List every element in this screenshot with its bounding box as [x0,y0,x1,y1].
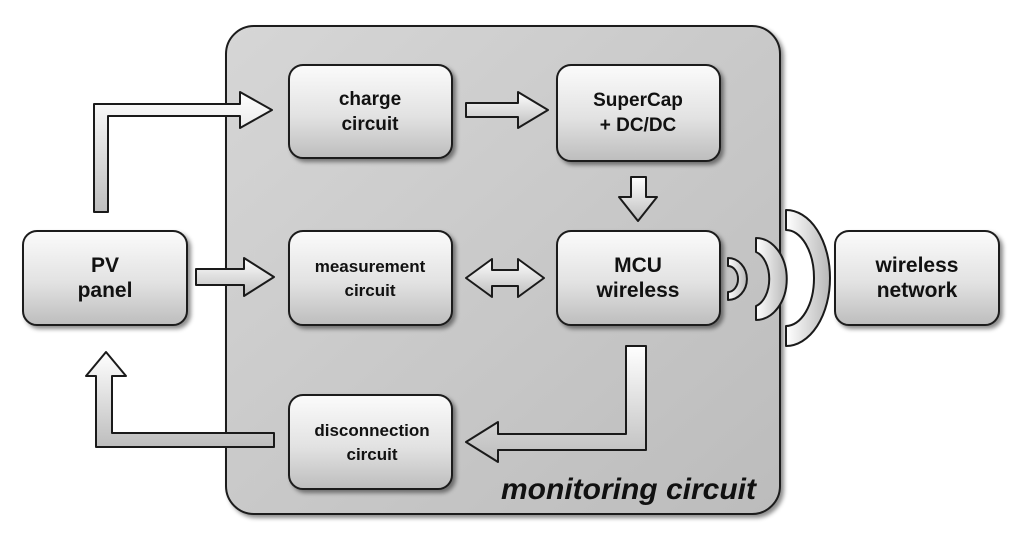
wireless-network-line2: network [877,279,958,302]
block-pv-panel: PV panel [22,230,188,326]
arrow-pv-to-measurement [195,257,275,297]
block-measurement-circuit: measurement circuit [288,230,453,326]
charge-circuit-line2: circuit [341,114,399,135]
pv-panel-line2: panel [78,279,133,302]
block-supercap: SuperCap + DC/DC [556,64,721,162]
arrow-measurement-mcu-bidirectional [465,258,545,298]
wireless-network-line1: wireless [875,254,959,277]
arrow-disconnection-to-pv [85,351,275,448]
arrow-pv-to-charge [93,91,273,213]
measurement-line2: circuit [344,281,395,300]
block-disconnection-circuit: disconnection circuit [288,394,453,490]
mcu-line1: MCU [614,254,662,277]
supercap-line1: SuperCap [593,90,683,111]
mcu-line2: wireless [596,279,680,302]
measurement-line1: measurement [315,257,426,276]
block-mcu-wireless: MCU wireless [556,230,721,326]
block-charge-circuit: charge circuit [288,64,453,159]
disconnection-line2: circuit [346,445,397,464]
supercap-line2: + DC/DC [600,115,677,136]
arrow-mcu-to-disconnection [465,345,647,463]
pv-panel-line1: PV [91,254,119,277]
charge-circuit-line1: charge [339,89,401,110]
disconnection-line1: disconnection [314,421,429,440]
block-wireless-network: wireless network [834,230,1000,326]
container-label: monitoring circuit [501,473,758,506]
arrow-charge-to-supercap [465,91,549,129]
wireless-signal-icon [727,209,831,347]
arrow-supercap-to-mcu [618,176,658,222]
